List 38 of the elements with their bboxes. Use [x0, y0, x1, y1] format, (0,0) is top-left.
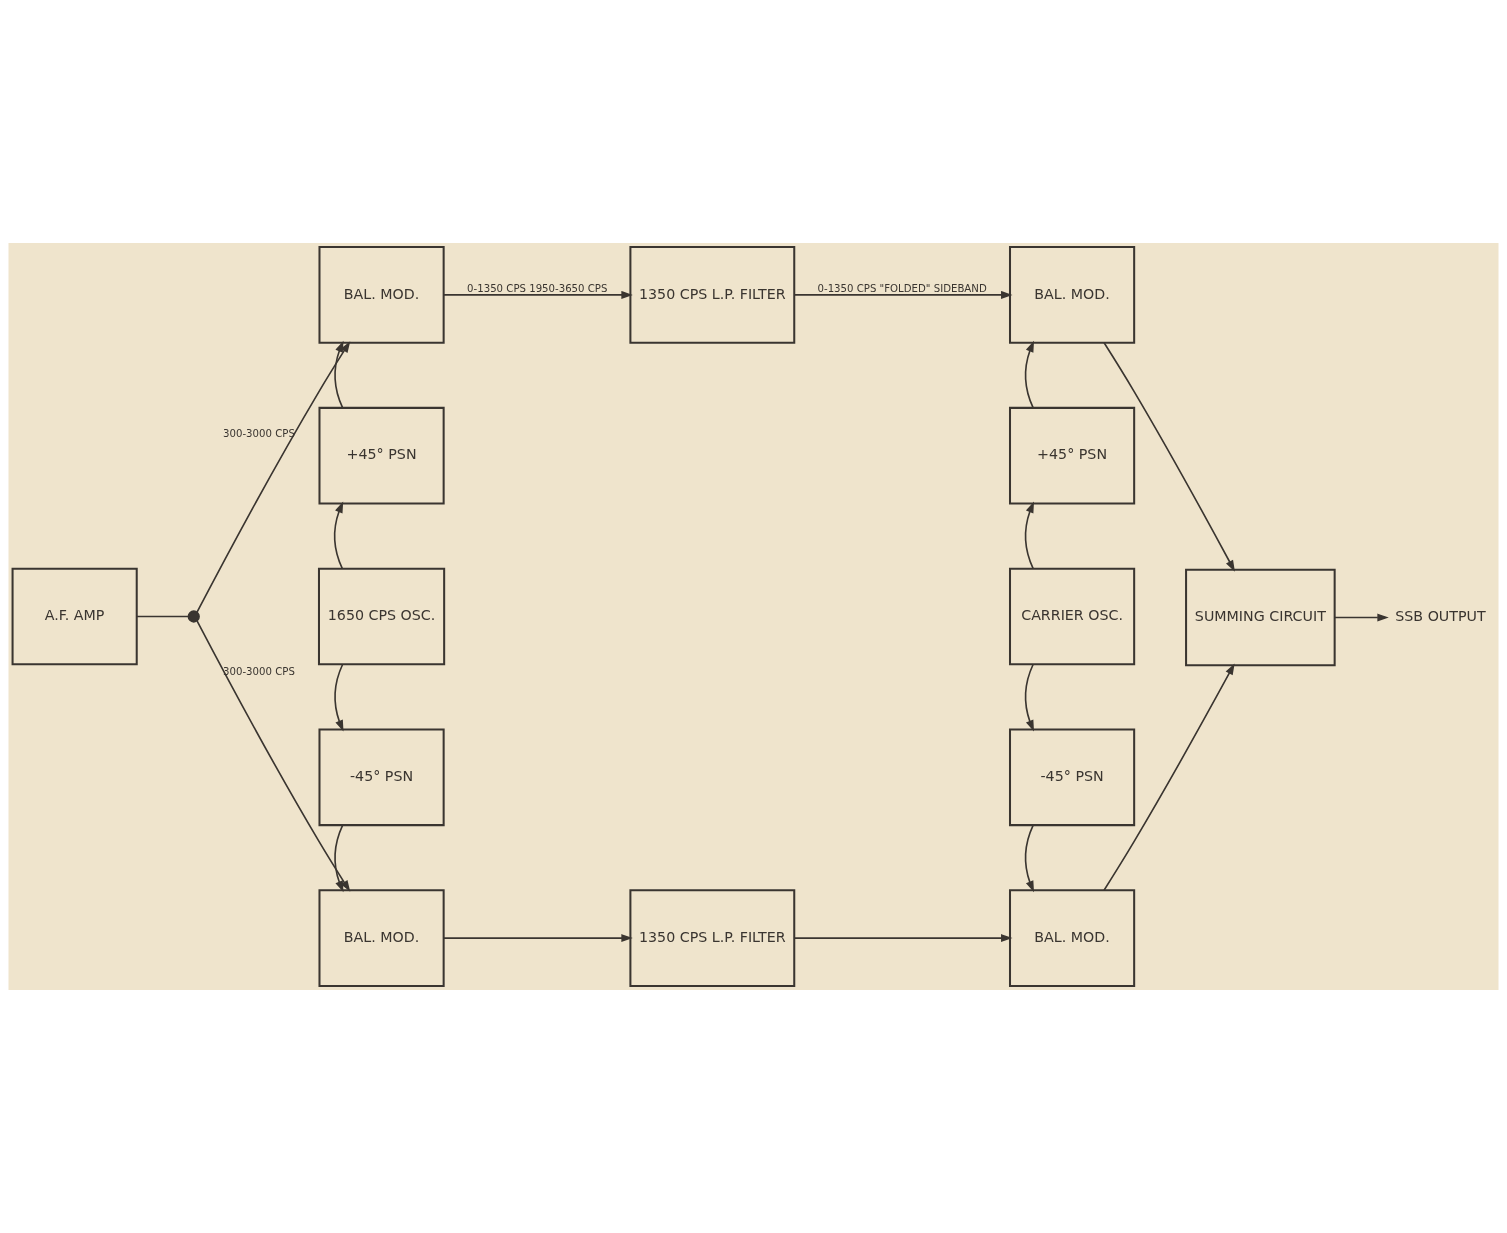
arrow	[1024, 501, 1035, 570]
node-box: A.F. AMP	[11, 567, 138, 666]
arrow	[793, 934, 1013, 943]
node-box: -45° PSN	[1009, 728, 1136, 827]
node-box: BAL. MOD.	[1009, 889, 1136, 987]
edge-label: 0-1350 CPS "FOLDED" SIDEBAND	[817, 282, 987, 294]
arrow	[196, 341, 351, 613]
arrow	[1103, 663, 1235, 892]
node-box: BAL. MOD.	[318, 889, 445, 987]
node-box: SUMMING CIRCUIT	[1185, 568, 1336, 667]
arrow	[196, 620, 351, 892]
arrow	[793, 290, 1013, 299]
node-box: -45° PSN	[318, 728, 445, 827]
arrow	[1024, 663, 1034, 732]
arrow	[1103, 341, 1235, 572]
arrow	[333, 501, 344, 570]
node-box: +45° PSN	[318, 406, 445, 505]
connector	[136, 615, 190, 618]
node-box: 1350 CPS L.P. FILTER	[629, 889, 796, 987]
edge-label: 300-3000 CPS	[223, 428, 295, 440]
node-box: CARRIER OSC.	[1009, 567, 1136, 666]
arrow	[1024, 340, 1035, 409]
arrow	[443, 934, 633, 943]
node-circle	[187, 610, 200, 623]
node-box: 1650 CPS OSC.	[317, 567, 446, 666]
edge-label: 300-3000 CPS	[223, 665, 295, 677]
arrow	[443, 290, 633, 299]
arrow	[334, 824, 344, 893]
arrow	[334, 663, 344, 732]
node-text: SSB OUTPUT	[1395, 608, 1486, 625]
arrow	[334, 340, 344, 409]
node-box: BAL. MOD.	[318, 246, 445, 344]
node-box: 1350 CPS L.P. FILTER	[629, 246, 796, 344]
arrow	[1024, 824, 1034, 893]
edge-label: 0-1350 CPS 1950-3650 CPS	[467, 282, 608, 294]
arrow	[1334, 613, 1389, 622]
node-box: +45° PSN	[1009, 406, 1136, 505]
node-box: BAL. MOD.	[1009, 246, 1136, 344]
